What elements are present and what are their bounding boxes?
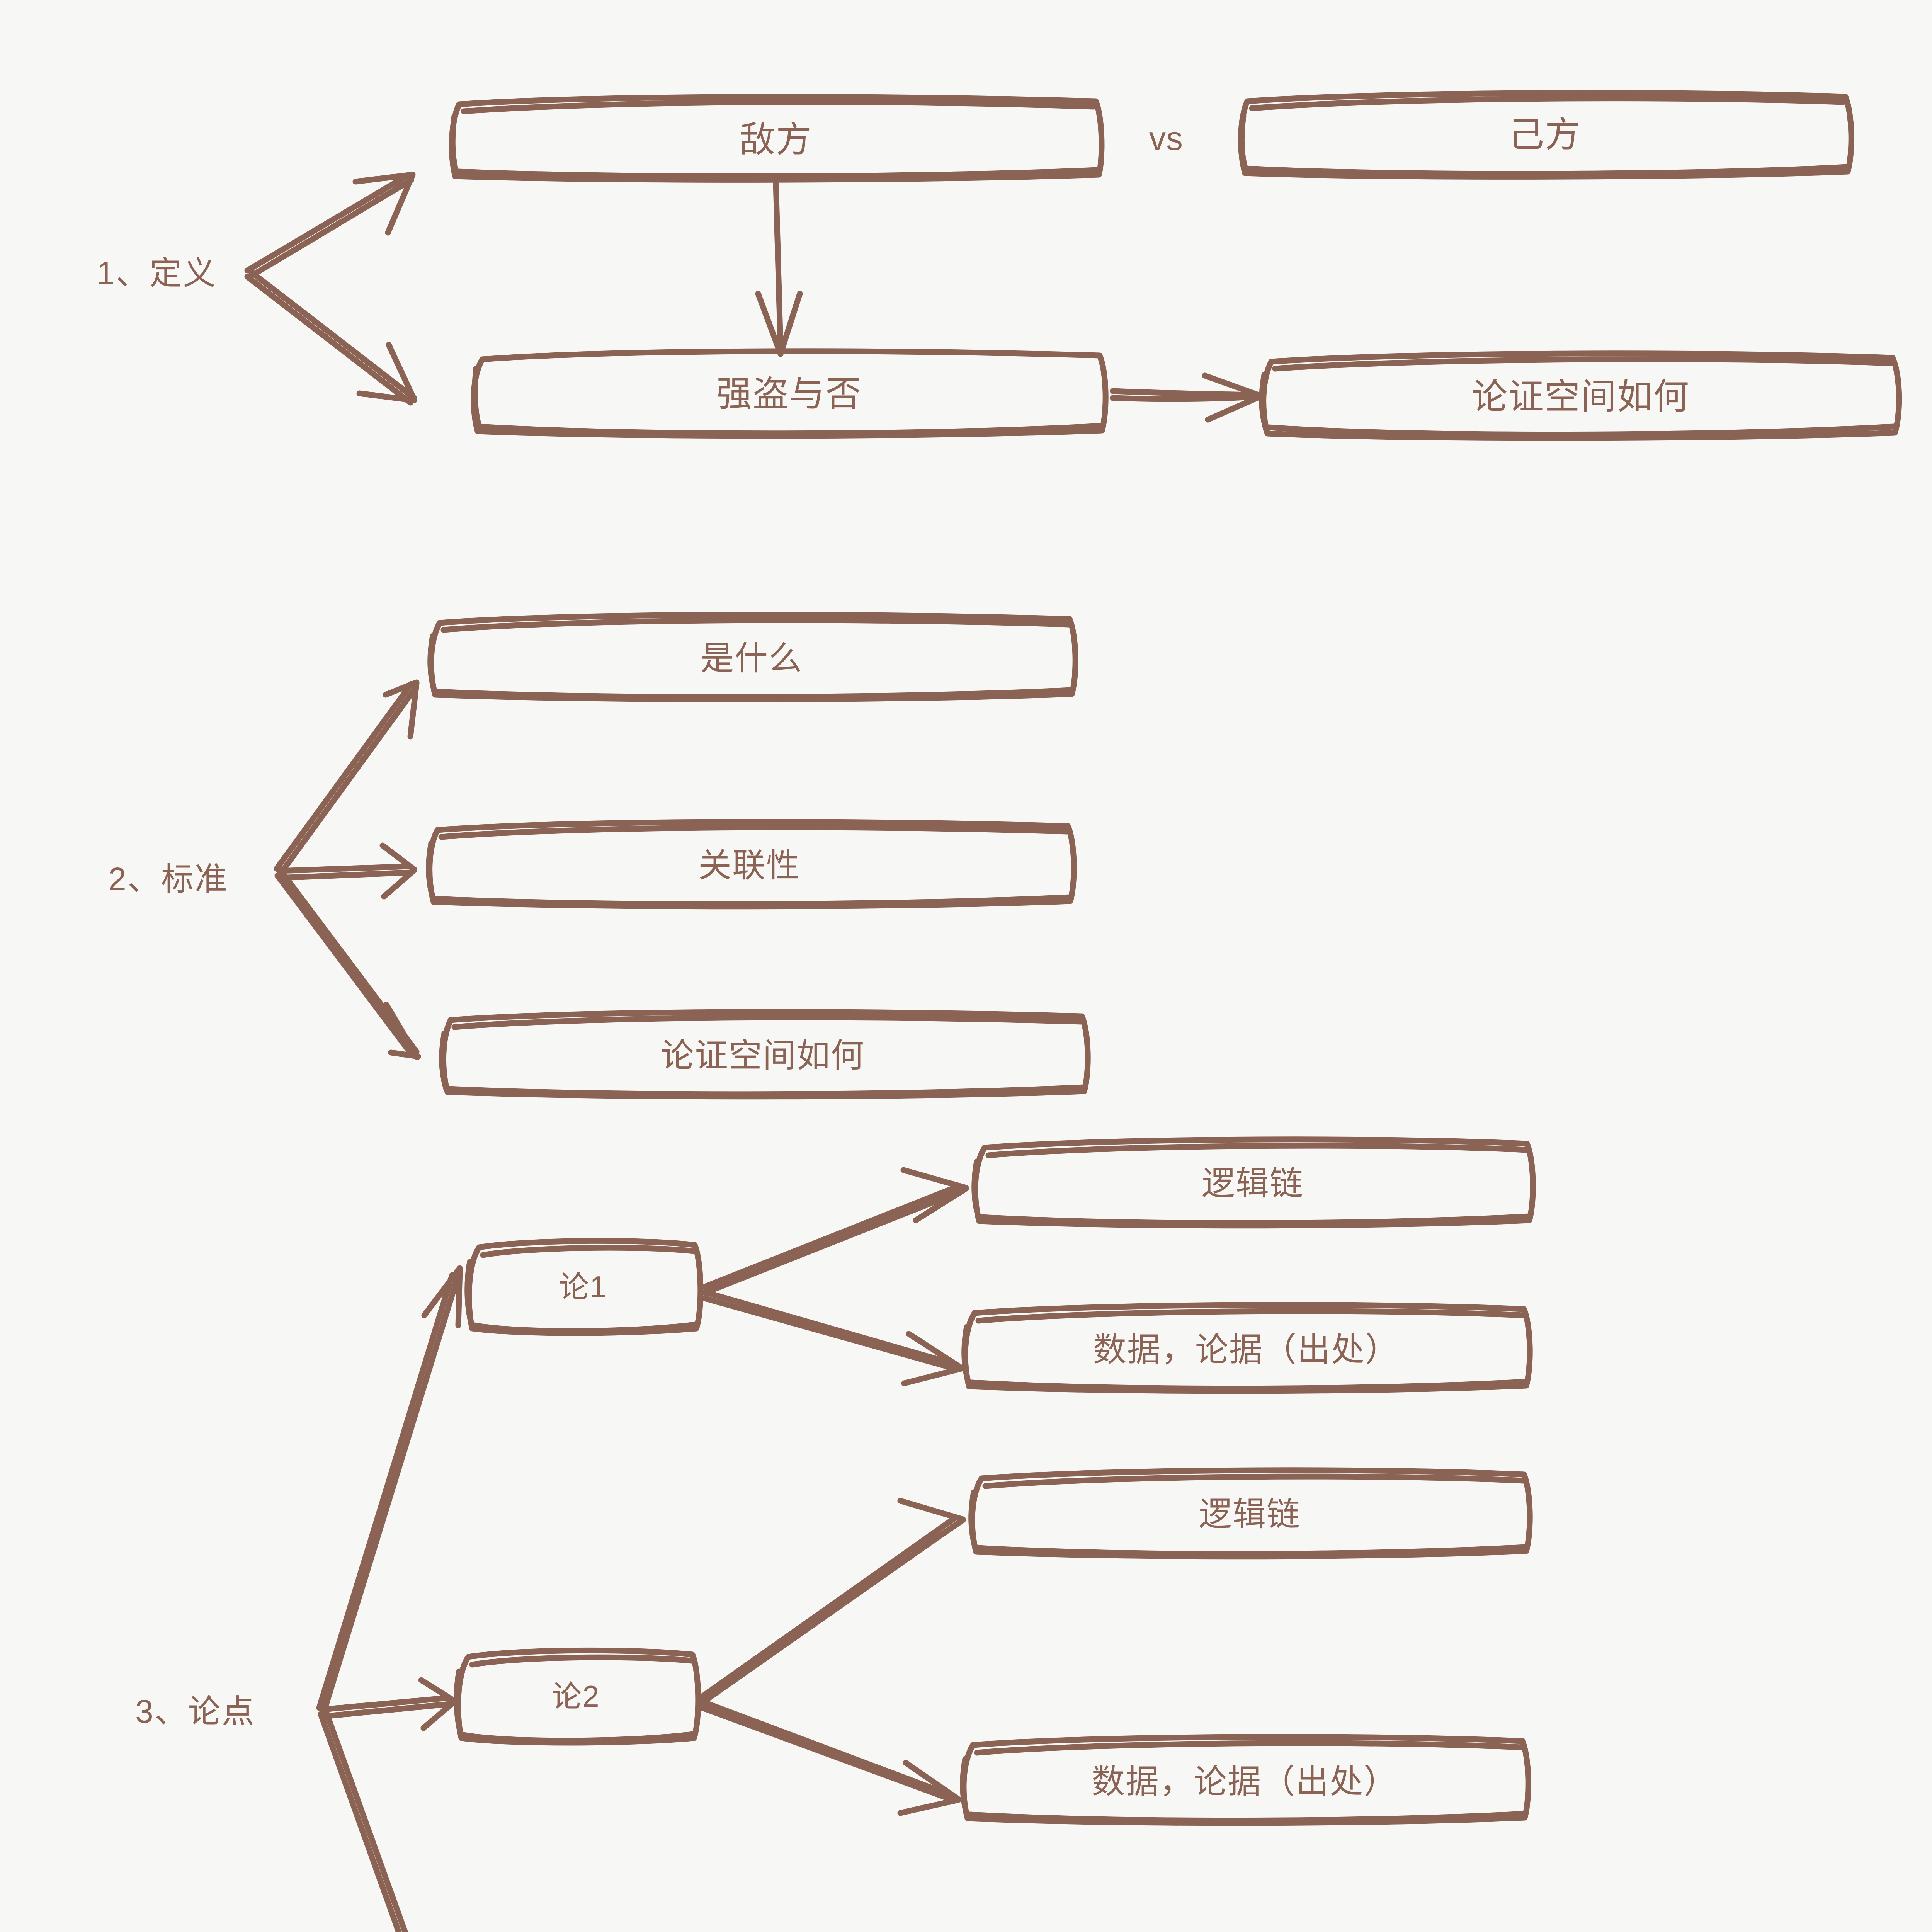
node-enemy[interactable]: 敌方 <box>739 120 812 160</box>
vs-label: vs <box>1149 120 1183 157</box>
node-own[interactable]: 己方 <box>1508 115 1581 155</box>
node-criteria-space[interactable]: 论证空间如何 <box>661 1037 865 1074</box>
branch-criteria <box>274 679 421 1060</box>
branch-definition <box>244 172 417 406</box>
node-robber[interactable]: 强盗与否 <box>716 374 862 414</box>
branch-arguments <box>316 1265 463 1932</box>
arrows-point1 <box>702 1167 969 1386</box>
arrows-point2 <box>699 1498 966 1816</box>
section-label-criteria: 2、标准 <box>108 861 228 897</box>
node-criteria-relevance[interactable]: 关联性 <box>698 847 800 884</box>
section-label-arguments: 3、论点 <box>135 1693 255 1730</box>
node-space-s1[interactable]: 论证空间如何 <box>1471 377 1690 417</box>
arrow-enemy-to-robber <box>755 179 803 357</box>
node-logic-2[interactable]: 逻辑链 <box>1199 1495 1301 1533</box>
node-point-1[interactable]: 论1 <box>559 1270 607 1304</box>
section-label-definition: 1、定义 <box>97 255 217 291</box>
node-logic-1[interactable]: 逻辑链 <box>1202 1165 1304 1202</box>
node-evidence-2[interactable]: 数据，论据（出处） <box>1092 1763 1398 1800</box>
node-evidence-1[interactable]: 数据，论据（出处） <box>1093 1331 1399 1368</box>
node-point-2[interactable]: 论2 <box>551 1679 600 1714</box>
node-criteria-what[interactable]: 是什么 <box>701 639 803 677</box>
arrow-robber-to-space <box>1110 372 1264 423</box>
